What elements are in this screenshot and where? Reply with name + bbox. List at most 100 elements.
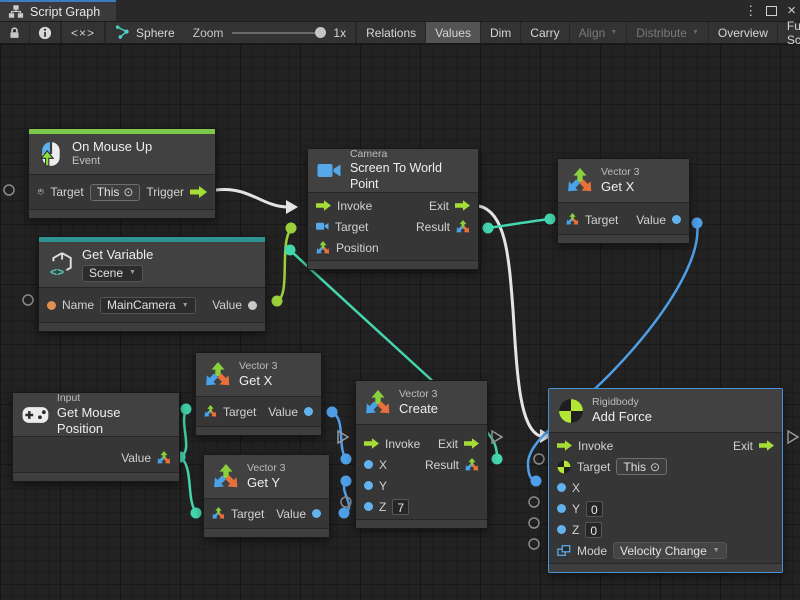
- overview-button[interactable]: Overview: [707, 22, 777, 43]
- flow-arrow-icon[interactable]: [190, 186, 207, 198]
- port-dot-gety-target[interactable]: [190, 507, 202, 519]
- empty-port-addforce-mode[interactable]: [528, 538, 540, 550]
- x-port[interactable]: [557, 483, 566, 492]
- port-dot-getxtop-value[interactable]: [691, 217, 703, 229]
- node-on-mouse-up[interactable]: On Mouse Up Event Target This ⊙ Trigger: [28, 128, 216, 219]
- node-get-variable[interactable]: <> Get Variable Scene ▼ Name MainCamera: [38, 236, 266, 333]
- target-port-label: Target: [50, 185, 84, 199]
- wire-mousepos-to-gety: [179, 455, 198, 513]
- empty-flow-port-addforce-exit[interactable]: [787, 429, 800, 445]
- port-dot-getxmid-target[interactable]: [180, 403, 192, 415]
- value-port[interactable]: [248, 300, 257, 310]
- empty-flow-port-create-invoke[interactable]: [337, 429, 350, 445]
- node-footer: [549, 563, 782, 572]
- target-self-chip[interactable]: This ⊙: [616, 458, 668, 475]
- variable-accent-bar: [39, 237, 265, 242]
- rigidbody-port-icon[interactable]: [557, 460, 571, 474]
- node-vector3-get-x-mid[interactable]: Vector 3 Get X Target Value: [195, 352, 322, 436]
- empty-port-onmouseup[interactable]: [3, 184, 15, 196]
- vector3-port-icon[interactable]: [465, 457, 479, 472]
- wire-trigger-to-invoke: [215, 187, 287, 209]
- tab-script-graph[interactable]: Script Graph: [0, 0, 116, 21]
- flow-arrow-icon[interactable]: [759, 440, 774, 451]
- zoom-slider[interactable]: [232, 26, 327, 38]
- name-port[interactable]: [47, 300, 56, 310]
- port-dot-create-y[interactable]: [340, 475, 352, 487]
- y-port[interactable]: [557, 504, 566, 513]
- node-subtitle: Event: [72, 155, 101, 168]
- value-port[interactable]: [312, 509, 321, 518]
- port-dot-getxtop-target[interactable]: [544, 213, 556, 225]
- window-menu-icon[interactable]: ⋮: [744, 2, 758, 18]
- vector3-port-icon[interactable]: [212, 507, 225, 520]
- empty-port-getvariable[interactable]: [22, 294, 34, 306]
- object-picker-icon[interactable]: ⊙: [650, 459, 661, 474]
- node-vector3-get-y[interactable]: Vector 3 Get Y Target Value: [203, 454, 330, 538]
- flow-arrow-icon[interactable]: [316, 200, 331, 211]
- y-port-label: Y: [572, 501, 581, 516]
- window-maximize-icon[interactable]: [766, 5, 778, 16]
- window-close-icon[interactable]: ×: [787, 2, 796, 19]
- port-dot-create-result[interactable]: [491, 453, 503, 465]
- z-port[interactable]: [557, 525, 566, 534]
- node-rigidbody-add-force[interactable]: Rigidbody Add Force Invoke Exit: [548, 388, 783, 573]
- dim-button[interactable]: Dim: [479, 22, 520, 43]
- node-screen-to-world-point[interactable]: Camera Screen To World Point Invoke Exit: [307, 148, 479, 270]
- empty-port-create-z[interactable]: [340, 496, 352, 508]
- node-vector3-create[interactable]: Vector 3 Create Invoke Exit X: [355, 380, 488, 529]
- x-port[interactable]: [364, 460, 373, 469]
- full-screen-button[interactable]: Full Screen: [776, 19, 800, 47]
- x-port-label: X: [572, 480, 581, 495]
- node-footer: [13, 472, 179, 481]
- variable-scope-dropdown[interactable]: Scene ▼: [82, 265, 143, 283]
- empty-flow-port-create-exit[interactable]: [491, 429, 504, 445]
- z-value-input[interactable]: 0: [585, 521, 603, 538]
- node-get-mouse-position[interactable]: Input Get Mouse Position Value: [12, 392, 180, 482]
- flow-arrow-icon[interactable]: [455, 200, 470, 211]
- vector3-port-icon[interactable]: [204, 405, 217, 418]
- vector3-port-icon[interactable]: [456, 219, 470, 234]
- camera-port-icon[interactable]: [316, 221, 329, 232]
- vector3-port-icon[interactable]: [157, 450, 171, 465]
- y-value-input[interactable]: 0: [586, 500, 603, 517]
- empty-port-addforce-z[interactable]: [528, 517, 540, 529]
- vector3-port-icon[interactable]: [566, 213, 579, 226]
- lock-button[interactable]: [0, 22, 30, 43]
- port-dot-variable-value[interactable]: [271, 295, 283, 307]
- zoom-slider-handle[interactable]: [315, 26, 327, 38]
- port-dot-camera-position[interactable]: [284, 244, 296, 256]
- port-dot-getxmid-value[interactable]: [326, 406, 338, 418]
- camera-icon: [317, 163, 341, 177]
- values-button[interactable]: Values: [425, 22, 480, 43]
- force-mode-dropdown[interactable]: Velocity Change ▼: [613, 542, 727, 559]
- flow-arrow-icon[interactable]: [364, 438, 379, 449]
- object-picker-icon[interactable]: ⊙: [123, 185, 134, 199]
- port-dot-addforce-x[interactable]: [530, 475, 542, 487]
- port-dot-camera-result[interactable]: [482, 222, 494, 234]
- variable-name-dropdown[interactable]: MainCamera ▼: [100, 296, 196, 314]
- vector3-port-icon[interactable]: [316, 240, 330, 255]
- node-footer: [39, 322, 265, 332]
- port-dot-camera-target[interactable]: [285, 222, 297, 234]
- flow-arrow-icon[interactable]: [557, 440, 572, 451]
- code-preview-button[interactable]: <×>: [62, 22, 106, 43]
- inspect-button[interactable]: [30, 22, 61, 43]
- flow-arrow-icon[interactable]: [464, 438, 479, 449]
- carry-button[interactable]: Carry: [520, 22, 568, 43]
- align-button[interactable]: Align ▼: [568, 22, 627, 43]
- node-vector3-get-x-top[interactable]: Vector 3 Get X Target Value: [557, 158, 690, 244]
- z-value-input[interactable]: 7: [392, 498, 410, 515]
- empty-port-addforce-y[interactable]: [528, 496, 540, 508]
- z-port[interactable]: [364, 502, 373, 511]
- toolbar-spacer: [61, 22, 62, 43]
- value-port[interactable]: [304, 407, 313, 416]
- y-port[interactable]: [364, 481, 373, 490]
- target-self-chip[interactable]: This ⊙: [89, 183, 141, 201]
- value-port[interactable]: [672, 215, 681, 224]
- relations-button[interactable]: Relations: [356, 22, 425, 43]
- port-dot-gety-value[interactable]: [338, 507, 350, 519]
- graph-canvas[interactable]: On Mouse Up Event Target This ⊙ Trigger: [0, 44, 800, 600]
- empty-port-addforce-target[interactable]: [533, 453, 545, 465]
- distribute-button[interactable]: Distribute ▼: [626, 22, 708, 43]
- port-dot-create-x[interactable]: [340, 453, 352, 465]
